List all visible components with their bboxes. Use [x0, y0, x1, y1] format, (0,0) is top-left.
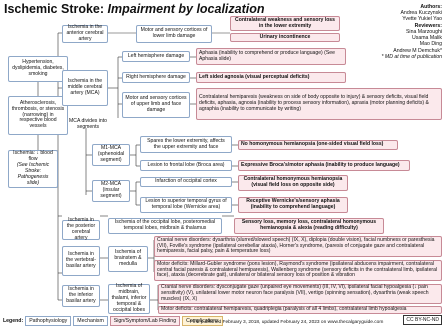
aca-sign2-text: Urinary incontinence [259, 33, 311, 40]
m1-mech1-box: Spares the lower extremity, affects the … [140, 136, 232, 153]
hemiparesis-sign-text: Contralateral hemiparesis (weakness on s… [199, 94, 429, 112]
left-hemisphere-box: Left hemisphere damage [122, 51, 190, 62]
legend-complications: Complications [182, 316, 223, 326]
see-pathogenesis-text: (See Ischemic Stroke: Pathogenesis slide… [16, 162, 50, 186]
pca-sign-text: Sensory loss, memory loss, contralateral… [241, 219, 377, 231]
m1-sign2-text: Expressive Broca's/motor aphasia (inabil… [241, 161, 400, 168]
mca-motor-text: Motor and sensory cortices of upper limb… [125, 95, 187, 113]
inferior-cranial-nerve-text: Cranial nerve disorders: dysconjugate ga… [161, 284, 429, 302]
aphasia-sign-text: Aphasia (inability to comprehend or prod… [199, 49, 335, 62]
author-name: Andrea Kuczynski [400, 10, 442, 17]
reviewers-label: Reviewers: [414, 22, 442, 29]
authors-block: Authors: Andrea Kuczynski Yvette Yukiel … [381, 4, 442, 60]
aca-sign-weakness: Contralateral weakness and sensory loss … [230, 16, 340, 31]
legend-label: Legend: [3, 318, 24, 324]
m1-mech2-box: Lesion to frontal lobe (Broca area) [140, 160, 232, 171]
author-name: Yvette Yukiel Yao [402, 16, 442, 23]
vert-cranial-nerve-sign: Cranial nerve disorders: dysarthria (slu… [154, 236, 442, 257]
m1-mech2-text: Lesion to frontal lobe (Broca area) [147, 161, 225, 168]
aca-box: Ischemia in the anterior cerebral artery [62, 24, 108, 43]
inferior-motor-sign: Motor deficits: contralateral hemiparesi… [158, 306, 442, 314]
m1-text: M1-MCA (sphenoidal segment) [97, 145, 125, 163]
inferior-motor-text: Motor deficits: contralateral hemiparesi… [161, 306, 407, 313]
vertebral-basilar-box: Ischemia in the vertebral-basilar artery [62, 246, 100, 276]
m2-mech2-text: Lesion to superior temporal gyrus of tem… [145, 198, 227, 210]
right-hemisphere-box: Right hemisphere damage [122, 72, 190, 83]
vert-motor-text: Motor deficits: Millard-Gubler syndrome … [157, 260, 438, 279]
pca-box: Ischemia in the posterior cerebral arter… [62, 217, 100, 241]
m1-sign1-text: No homonymous hemianopsia (one-sided vis… [241, 141, 384, 148]
brainstem-text: Ischemia of brainstem & medulla [114, 249, 142, 267]
vert-cranial-nerve-text: Cranial nerve disorders: dysarthria (slu… [157, 236, 435, 255]
authors-label: Authors: [420, 4, 442, 10]
pca-mech-box: Ischemia of the occipital lobe, posterom… [108, 218, 222, 234]
aca-mechanism-box: Motor and sensory cortices of lower limb… [136, 25, 212, 43]
mca-divides-text: MCA divides into segments [69, 118, 107, 130]
license-badge: CC BY-NC-ND [403, 315, 442, 325]
aca-text: Ischemia in the anterior cerebral artery [66, 24, 104, 42]
aca-mechanism-text: Motor and sensory cortices of lower limb… [140, 27, 208, 39]
atherosclerosis-box: Atherosclerosis, thrombosis, or stenosis… [8, 96, 68, 135]
m2-mech1-text: Infarction of occipital cortex [155, 178, 217, 185]
m2-sign2-text: Receptive Wernicke's/sensory aphasia (in… [246, 198, 340, 210]
brainstem-box: Ischemia of brainstem & medulla [108, 246, 148, 272]
legend: Legend: Pathophysiology Mechanism Sign/S… [3, 316, 223, 326]
page-title: Ischemic Stroke: Impairment by localizat… [4, 2, 265, 16]
mca-box: Ischemia in the middle cerebral artery (… [62, 70, 108, 106]
reviewer-name: Mao Ding [419, 41, 442, 48]
title-sub: Impairment by localization [107, 2, 265, 16]
ischemia-text: Ischemia: ↓ blood flow [13, 150, 53, 163]
reviewer-name: Sina Marzoughi [405, 28, 442, 35]
m2-box: M2-MCA (insular segment) [92, 180, 130, 202]
author-note: * MD at time of publication [381, 53, 442, 60]
m1-sign2: Expressive Broca's/motor aphasia (inabil… [238, 160, 410, 171]
pca-sign: Sensory loss, memory loss, contralateral… [234, 218, 384, 234]
legend-mechanism: Mechanism [73, 316, 108, 326]
m2-text: M2-MCA (insular segment) [100, 181, 122, 199]
risk-factors-box: Hypertension, dyslipidemia, diabetes, sm… [8, 56, 68, 82]
m2-sign1: Contralateral homonymous hemianopsia (vi… [238, 175, 348, 191]
m2-mech1-box: Infarction of occipital cortex [140, 177, 232, 187]
pca-mech-text: Ischemia of the occipital lobe, posterom… [114, 219, 216, 231]
agnosia-sign: Left sided agnosia (visual perceptual de… [196, 72, 346, 83]
left-hemisphere-text: Left hemisphere damage [127, 52, 185, 59]
m2-sign2: Receptive Wernicke's/sensory aphasia (in… [238, 197, 348, 213]
pca-text: Ischemia in the posterior cerebral arter… [66, 217, 96, 241]
agnosia-sign-text: Left sided agnosia (visual perceptual de… [199, 73, 310, 80]
m1-mech1-text: Spares the lower extremity, affects the … [147, 137, 225, 150]
aca-sign-incontinence: Urinary incontinence [230, 33, 340, 42]
legend-pathophysiology: Pathophysiology [25, 316, 72, 326]
midbrain-box: Ischemia of midbrain, thalami, inferior … [108, 283, 150, 314]
m2-mech2-box: Lesion to superior temporal gyrus of tem… [140, 197, 232, 213]
inferior-cranial-nerve-sign: Cranial nerve disorders: dysconjugate ga… [158, 284, 442, 304]
risk-factors-text: Hypertension, dyslipidemia, diabetes, sm… [12, 59, 64, 77]
vertebral-basilar-text: Ischemia in the vertebral-basilar artery [65, 251, 96, 269]
hemiparesis-sign: Contralateral hemiparesis (weakness on s… [196, 88, 442, 120]
license-text: CC BY-NC-ND [406, 317, 439, 323]
legend-sign: Sign/Symptom/Lab Finding [109, 316, 181, 326]
inferior-basilar-box: Ischemia in the inferior basilar artery [62, 285, 100, 307]
atherosclerosis-text: Atherosclerosis, thrombosis, or stenosis… [11, 99, 65, 130]
m1-box: M1-MCA (sphenoidal segment) [92, 144, 130, 166]
mca-motor-box: Motor and sensory cortices of upper limb… [122, 92, 190, 118]
reviewer-name: Andrew M Demchuk* [393, 47, 442, 54]
m1-sign1: No homonymous hemianopsia (one-sided vis… [238, 140, 398, 150]
ischemia-box: Ischemia: ↓ blood flow (See Ischemic Str… [8, 150, 58, 188]
aca-sign1-text: Contralateral weakness and sensory loss … [235, 16, 335, 29]
vert-motor-sign: Motor deficits: Millard-Gubler syndrome … [154, 260, 442, 281]
aphasia-sign: Aphasia (inability to comprehend or prod… [196, 48, 346, 65]
mca-divides-label: MCA divides into segments [66, 118, 110, 130]
title-main: Ischemic Stroke: [4, 2, 105, 16]
publication-note: First published February 3, 2018, update… [190, 320, 383, 326]
publication-text: First published February 3, 2018, update… [190, 320, 384, 326]
reviewer-name: Usama Malik [412, 35, 442, 42]
right-hemisphere-text: Right hemisphere damage [126, 73, 186, 80]
inferior-basilar-text: Ischemia in the inferior basilar artery [66, 286, 96, 304]
mca-text: Ischemia in the middle cerebral artery (… [67, 78, 103, 96]
m2-sign1-text: Contralateral homonymous hemianopsia (vi… [243, 176, 343, 188]
midbrain-text: Ischemia of midbrain, thalami, inferior … [111, 283, 147, 313]
